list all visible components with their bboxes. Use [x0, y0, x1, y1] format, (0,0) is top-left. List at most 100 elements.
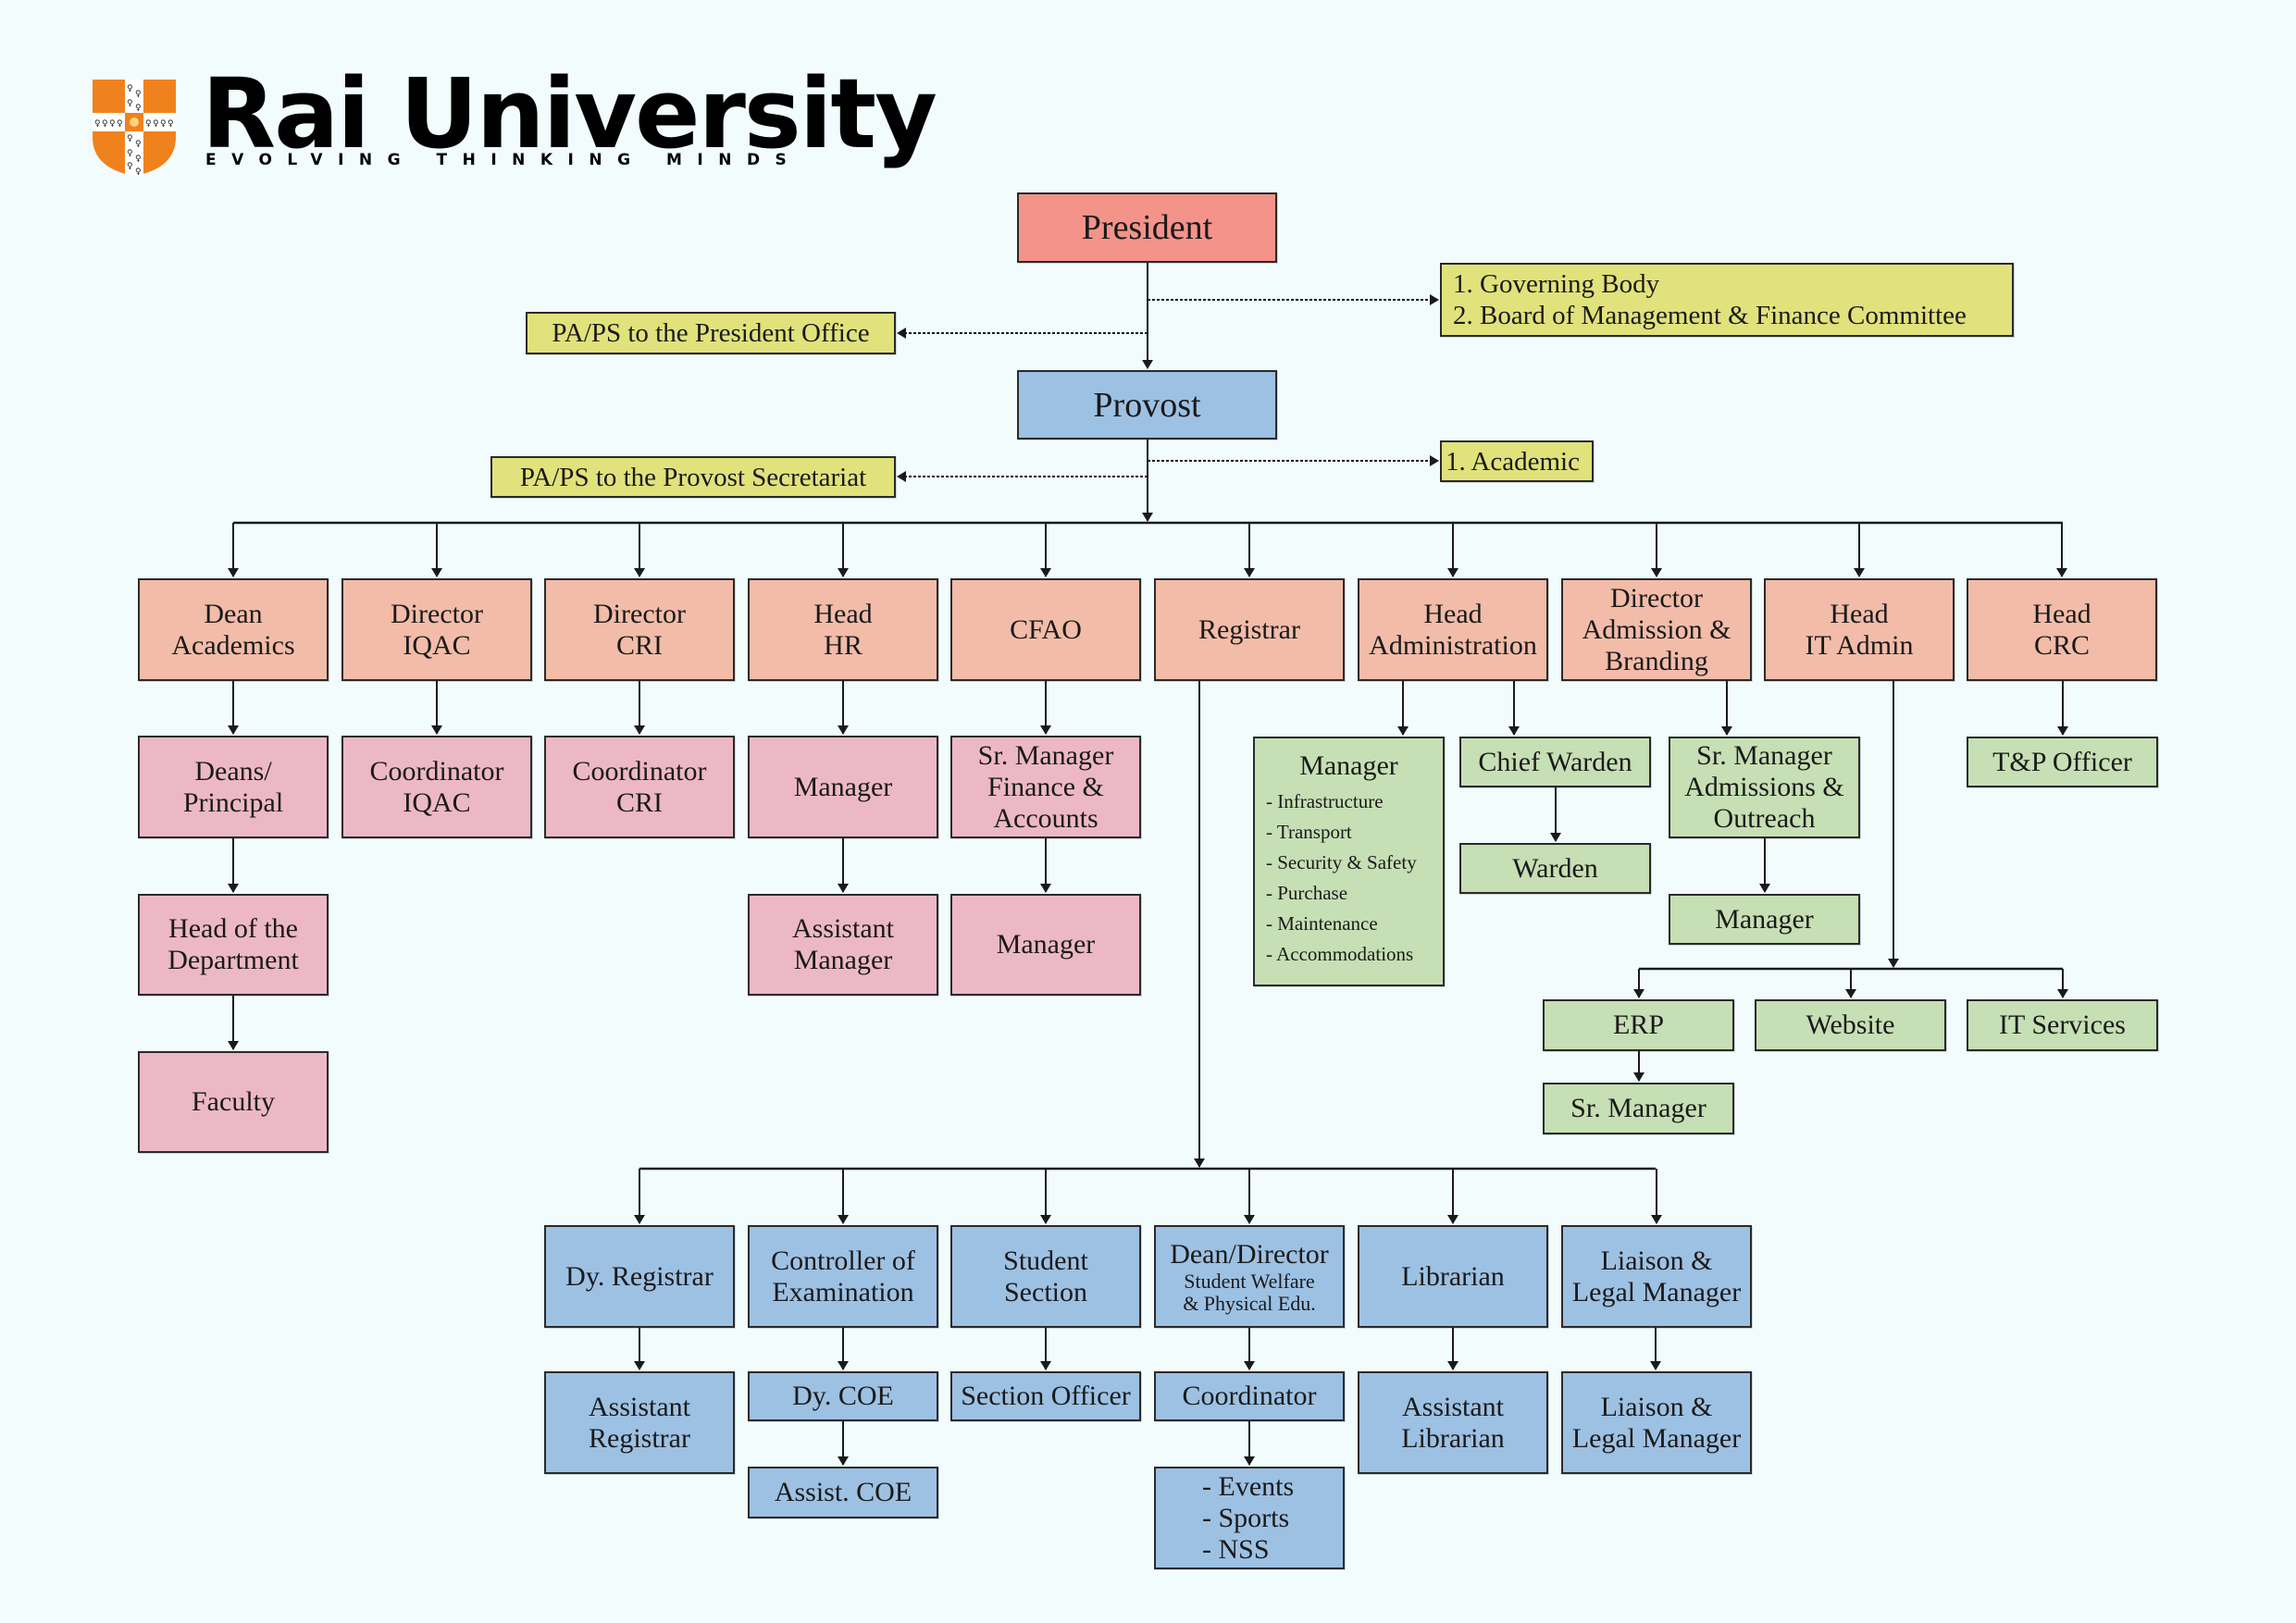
registrar-box[interactable]: Registrar: [1154, 578, 1345, 681]
svg-text:♀: ♀: [127, 134, 133, 143]
activities-box[interactable]: - Events - Sports - NSS: [1154, 1467, 1345, 1569]
svg-text:♀: ♀: [102, 119, 108, 129]
governing-box[interactable]: 1. Governing Body 2. Board of Management…: [1440, 263, 2014, 337]
svg-text:♀: ♀: [145, 119, 152, 129]
pa-provost-box[interactable]: PA/PS to the Provost Secretariat: [490, 456, 896, 498]
coordinator-cri-box[interactable]: Coordinator CRI: [544, 736, 735, 838]
box-label: CRI: [615, 629, 663, 661]
admissions-sr-manager-box[interactable]: Sr. Manager Admissions & Outreach: [1669, 737, 1860, 838]
svg-text:♀: ♀: [135, 104, 142, 113]
svg-text:♀: ♀: [94, 119, 101, 129]
box-label: Academics: [171, 629, 295, 661]
box-label: Sr. Manager: [1696, 740, 1832, 771]
admissions-manager-box[interactable]: Manager: [1669, 894, 1860, 945]
box-label: Legal Manager: [1571, 1276, 1742, 1307]
box-label: Controller of: [771, 1245, 915, 1276]
box-label: Manager: [793, 945, 893, 975]
box-label: Principal: [182, 787, 284, 818]
box-label: Manager: [996, 929, 1096, 960]
box-label: Coordinator: [369, 755, 504, 787]
president-label: President: [1081, 208, 1213, 247]
tp-officer-box[interactable]: T&P Officer: [1967, 737, 2158, 787]
svg-text:♀: ♀: [135, 140, 142, 149]
box-label: Coordinator: [1182, 1381, 1317, 1411]
box-label: Assistant: [1401, 1391, 1504, 1422]
erp-box[interactable]: ERP: [1543, 999, 1734, 1051]
pa-president-box[interactable]: PA/PS to the President Office: [526, 312, 896, 354]
warden-box[interactable]: Warden: [1459, 843, 1651, 894]
cfao-sr-manager-box[interactable]: Sr. Manager Finance & Accounts: [950, 736, 1141, 838]
box-label: ERP: [1612, 1010, 1665, 1040]
box-label: Accounts: [993, 802, 1098, 834]
box-label: Head: [813, 598, 873, 629]
dy-coe-box[interactable]: Dy. COE: [748, 1371, 938, 1421]
box-label: Admissions &: [1684, 772, 1844, 802]
governing-body-label: 1. Governing Body: [1453, 269, 1660, 299]
dy-registrar-box[interactable]: Dy. Registrar: [544, 1225, 735, 1328]
university-tagline: EVOLVING THINKING MINDS: [205, 151, 802, 169]
svg-text:♀: ♀: [127, 99, 133, 108]
box-sublabel: Student Welfare: [1184, 1269, 1315, 1293]
deans-principal-box[interactable]: Deans/ Principal: [138, 736, 329, 838]
hr-assistant-manager-box[interactable]: Assistant Manager: [748, 894, 938, 996]
erp-sr-manager-box[interactable]: Sr. Manager: [1543, 1083, 1734, 1134]
list-item: - Security & Safety: [1266, 851, 1417, 873]
box-label: Department: [168, 945, 299, 975]
box-label: Coordinator: [572, 755, 707, 787]
box-label: HR: [824, 629, 863, 661]
svg-text:♀: ♀: [127, 162, 133, 171]
box-label: Legal Manager: [1571, 1422, 1742, 1454]
list-item: - Accommodations: [1266, 943, 1414, 965]
librarian-box[interactable]: Librarian: [1358, 1225, 1548, 1328]
liaison-legal-manager-box[interactable]: Liaison & Legal Manager: [1561, 1371, 1752, 1474]
university-shield-icon: ♀♀♀♀ ♀♀♀♀ ♀♀♀♀ ♀♀♀♀♀♀: [93, 80, 176, 180]
academic-box[interactable]: 1. Academic: [1440, 440, 1594, 482]
coordinator-iqac-box[interactable]: Coordinator IQAC: [341, 736, 532, 838]
box-label: Manager: [793, 771, 893, 802]
coordinator-box[interactable]: Coordinator: [1154, 1371, 1345, 1421]
box-label: Assistant: [588, 1391, 690, 1422]
box-label: Admission &: [1582, 613, 1731, 645]
assistant-registrar-box[interactable]: Assistant Registrar: [544, 1371, 735, 1474]
section-officer-box[interactable]: Section Officer: [950, 1371, 1141, 1421]
assist-coe-box[interactable]: Assist. COE: [748, 1467, 938, 1518]
liaison-legal-manager-box[interactable]: Liaison &Legal Manager: [1561, 1225, 1752, 1328]
box-label: Section: [1004, 1276, 1087, 1307]
box-label: Librarian: [1401, 1422, 1505, 1454]
assistant-librarian-box[interactable]: Assistant Librarian: [1358, 1371, 1548, 1474]
box-label: Website: [1806, 1010, 1895, 1040]
provost-box[interactable]: Provost: [1017, 370, 1277, 440]
box-label: Finance &: [987, 771, 1104, 802]
svg-text:♀: ♀: [135, 90, 142, 99]
president-box[interactable]: President: [1017, 192, 1277, 263]
cfao-box[interactable]: CFAO: [950, 578, 1141, 681]
hod-box[interactable]: Head of the Department: [138, 894, 329, 996]
list-item: - Events: [1202, 1470, 1295, 1502]
box-label: Liaison &: [1600, 1245, 1713, 1276]
box-sublabel: & Physical Edu.: [1183, 1291, 1316, 1315]
box-label: Branding: [1605, 645, 1708, 676]
hr-manager-box[interactable]: Manager: [748, 736, 938, 838]
website-box[interactable]: Website: [1755, 999, 1946, 1051]
svg-text:♀: ♀: [168, 119, 174, 129]
box-label: Registrar: [589, 1422, 690, 1454]
box-label: Director: [391, 598, 483, 629]
it-services-box[interactable]: IT Services: [1967, 999, 2158, 1051]
svg-text:♀: ♀: [117, 119, 123, 129]
admin-manager-box[interactable]: Manager - Infrastructure - Transport - S…: [1253, 737, 1445, 986]
pa-provost-label: PA/PS to the Provost Secretariat: [519, 462, 867, 492]
cfao-manager-box[interactable]: Manager: [950, 894, 1141, 996]
chief-warden-box[interactable]: Chief Warden: [1459, 737, 1651, 787]
faculty-box[interactable]: Faculty: [138, 1051, 329, 1153]
